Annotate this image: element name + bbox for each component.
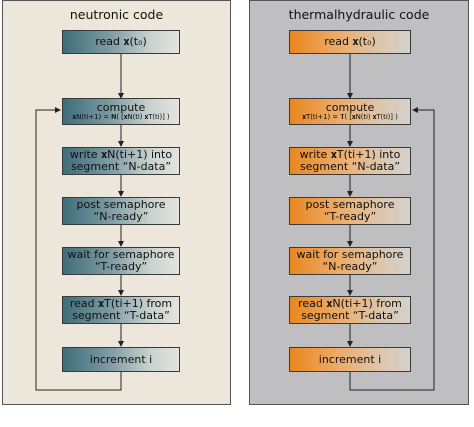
box-label: write 𝐱N(ti+1) into (69, 148, 173, 162)
left-read-initial-box: read 𝐱(t₀) (62, 30, 180, 54)
box-label: post semaphore (76, 198, 166, 212)
right-flow-arrows (347, 54, 435, 391)
left-write-box: write 𝐱N(ti+1) into segment “N-data” (62, 147, 180, 175)
right-read-initial-box: read 𝐱(t₀) (289, 30, 411, 54)
right-post-semaphore-box: post semaphore “T-ready” (289, 197, 411, 225)
right-wait-semaphore-box: wait for semaphore “N-ready” (289, 247, 411, 275)
box-label: compute (325, 101, 375, 115)
box-label-2: “N-ready” (322, 260, 378, 273)
box-label: compute (96, 101, 146, 115)
left-compute-box: compute 𝐱N(ti+1) = 𝐍( [𝐱N(ti) 𝐱T(ti)] ) (62, 98, 180, 125)
box-label: read 𝐱(t₀) (324, 35, 376, 49)
left-wait-semaphore-box: wait for semaphore “T-ready” (62, 247, 180, 275)
neutronic-panel-title: neutronic code (69, 7, 164, 22)
box-label-2: “N-ready” (93, 210, 149, 223)
left-increment-box: increment i (62, 347, 180, 372)
box-label: read 𝐱T(ti+1) from (69, 297, 173, 311)
thermalhydraulic-panel-title: thermalhydraulic code (288, 7, 430, 22)
box-formula: 𝐱N(ti+1) = 𝐍( [𝐱N(ti) 𝐱T(ti)] ) (72, 112, 170, 121)
right-compute-box: compute 𝐱T(ti+1) = 𝐓( [𝐱N(ti) 𝐱T(ti)] ) (289, 98, 411, 125)
left-read-segment-box: read 𝐱T(ti+1) from segment “T-data” (62, 296, 180, 324)
box-label: increment i (318, 352, 382, 366)
right-increment-box: increment i (289, 347, 411, 372)
left-flow-arrows (35, 54, 124, 391)
box-formula: 𝐱T(ti+1) = 𝐓( [𝐱N(ti) 𝐱T(ti)] ) (302, 112, 398, 121)
box-label: write 𝐱T(ti+1) into (299, 148, 401, 162)
box-label: read 𝐱N(ti+1) from (298, 297, 402, 311)
box-label: increment i (89, 352, 153, 366)
thermalhydraulic-code-panel: thermalhydraulic code (249, 0, 469, 405)
box-label-2: segment “N-data” (70, 160, 172, 173)
box-label-2: segment “N-data” (299, 160, 401, 173)
box-label: wait for semaphore (67, 248, 175, 262)
box-label-2: segment “T-data” (301, 309, 399, 322)
box-label-2: “T-ready” (94, 260, 148, 273)
left-post-semaphore-box: post semaphore “N-ready” (62, 197, 180, 225)
box-label-2: segment “T-data” (72, 309, 170, 322)
right-read-segment-box: read 𝐱N(ti+1) from segment “T-data” (289, 296, 411, 324)
box-label-2: “T-ready” (323, 210, 377, 223)
right-write-box: write 𝐱T(ti+1) into segment “N-data” (289, 147, 411, 175)
box-label: wait for semaphore (296, 248, 404, 262)
box-label: read 𝐱(t₀) (95, 35, 147, 49)
box-label: post semaphore (305, 198, 395, 212)
